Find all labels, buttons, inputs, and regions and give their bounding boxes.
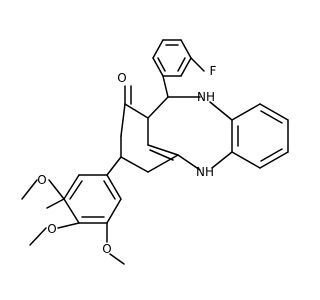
bond-c-o — [46, 198, 65, 209]
bond-nh-c — [209, 101, 233, 121]
bond-c-o — [57, 222, 80, 229]
bond — [231, 103, 261, 121]
bond — [152, 39, 164, 59]
bond — [63, 174, 80, 200]
structure-canvas: F NH NH O — [21, 39, 289, 265]
bond-double — [103, 180, 116, 200]
molecule-drawing: F NH NH O — [21, 39, 289, 265]
bond-c-o — [48, 179, 65, 200]
bond-double — [177, 57, 186, 72]
fluorine-label: F — [210, 64, 217, 78]
bond-double — [149, 149, 174, 161]
carbonyl-oxygen-label: O — [117, 71, 126, 85]
bond-o-ch3 — [109, 253, 125, 265]
bond-aryl-link — [106, 156, 122, 176]
bond-nh-c — [177, 154, 201, 171]
bond — [231, 151, 261, 169]
fluorophenyl-ring — [152, 39, 205, 77]
bond-o-ch3 — [21, 179, 38, 200]
bond — [152, 57, 164, 77]
bond-o-ch3 — [29, 227, 47, 246]
bond — [147, 154, 179, 173]
benzo-ring — [231, 103, 289, 169]
bond — [259, 151, 289, 169]
cyclohexenone-ring — [120, 85, 179, 173]
bond-double — [157, 57, 166, 72]
methoxy-oxygen-1-label: O — [37, 173, 46, 187]
bond — [124, 103, 149, 119]
methoxy-oxygen-3-label: O — [102, 242, 111, 256]
bond — [106, 198, 122, 224]
nh-bottom-label: NH — [196, 165, 214, 179]
bond-c-nh — [211, 151, 233, 169]
nh-top-label: NH — [197, 90, 215, 104]
bond — [180, 39, 192, 59]
bond-c-f — [190, 57, 205, 72]
bond-double — [69, 180, 83, 200]
bond — [162, 75, 169, 98]
bond — [120, 103, 126, 137]
diazepine-ring — [147, 75, 233, 171]
bond-double — [260, 110, 283, 124]
bond — [147, 96, 169, 119]
bond — [180, 57, 192, 77]
bond — [63, 198, 80, 224]
trimethoxyphenyl-ring — [63, 174, 122, 224]
bond — [120, 156, 149, 173]
bond — [147, 144, 179, 156]
methoxy-groups — [21, 179, 125, 265]
bond — [106, 174, 122, 200]
methoxy-oxygen-2-label: O — [47, 222, 56, 236]
bond — [259, 103, 289, 121]
bond-double — [260, 148, 283, 162]
